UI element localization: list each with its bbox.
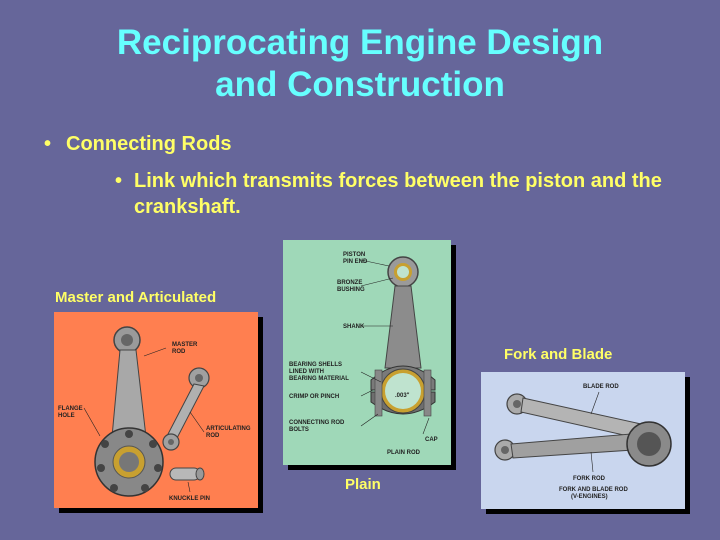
sub-bullet-text: Link which transmits forces between the …	[134, 170, 662, 218]
bullet-connecting-rods: • Connecting Rods	[44, 133, 232, 156]
label-crimp: CRIMP OR PINCH	[289, 394, 339, 400]
master-rod-drawing	[94, 326, 164, 497]
label-articulating-line1: ARTICULATING	[206, 426, 251, 432]
label-plain-rod: PLAIN ROD	[387, 450, 421, 456]
sub-bullet-definition: • Link which transmits forces between th…	[115, 168, 707, 220]
label-master-line1: MASTER	[172, 342, 198, 348]
label-flange-line2: HOLE	[58, 413, 75, 419]
label-master-line2: ROD	[172, 349, 186, 355]
label-shells-line2: LINED WITH	[289, 369, 324, 375]
label-fork-blade-line1: FORK AND BLADE ROD	[559, 487, 628, 493]
label-bronze-line1: BRONZE	[337, 280, 362, 286]
master-rod-image: MASTER ROD FLANGE HOLE ARTICULATING ROD …	[54, 312, 258, 508]
caption-plain: Plain	[345, 476, 381, 493]
label-shells-line1: BEARING SHELLS	[289, 362, 342, 368]
label-bolts-line2: BOLTS	[289, 427, 309, 433]
plain-rod-image: PISTON PIN END BRONZE BUSHING SHANK BEAR…	[283, 240, 451, 465]
label-fork-blade-line2: (V-ENGINES)	[571, 494, 608, 500]
bullet-dot: •	[115, 170, 123, 192]
title-line-1: Reciprocating Engine Design	[116, 23, 604, 62]
label-articulating-line2: ROD	[206, 433, 220, 439]
label-cap: CAP	[425, 437, 438, 443]
label-shank: SHANK	[343, 324, 365, 330]
plain-rod-drawing	[370, 256, 436, 417]
caption-fork-blade: Fork and Blade	[504, 346, 613, 363]
label-piston-line2: PIN END	[343, 259, 368, 265]
slide-title: Reciprocating Engine Design and Construc…	[0, 22, 720, 106]
title-line-2: and Construction	[215, 65, 505, 104]
label-bronze-line2: BUSHING	[337, 287, 365, 293]
label-clearance: .003"	[395, 393, 410, 399]
caption-master-articulated: Master and Articulated	[55, 289, 217, 306]
fork-blade-rod-image: BLADE ROD FORK ROD FORK AND BLADE ROD (V…	[481, 372, 685, 509]
label-piston-line1: PISTON	[343, 252, 365, 258]
bullet-text: Connecting Rods	[66, 133, 232, 155]
fork-blade-rod-drawing	[494, 393, 672, 467]
label-fork-rod: FORK ROD	[573, 476, 606, 482]
knuckle-pin-drawing	[169, 467, 205, 481]
label-blade-rod: BLADE ROD	[583, 384, 619, 390]
bullet-dot: •	[44, 133, 52, 155]
label-shells-line3: BEARING MATERIAL	[289, 376, 349, 382]
articulating-rod-drawing	[162, 367, 210, 451]
label-flange-line1: FLANGE	[58, 406, 83, 412]
label-bolts-line1: CONNECTING ROD	[289, 420, 345, 426]
label-knuckle-pin: KNUCKLE PIN	[169, 496, 210, 502]
